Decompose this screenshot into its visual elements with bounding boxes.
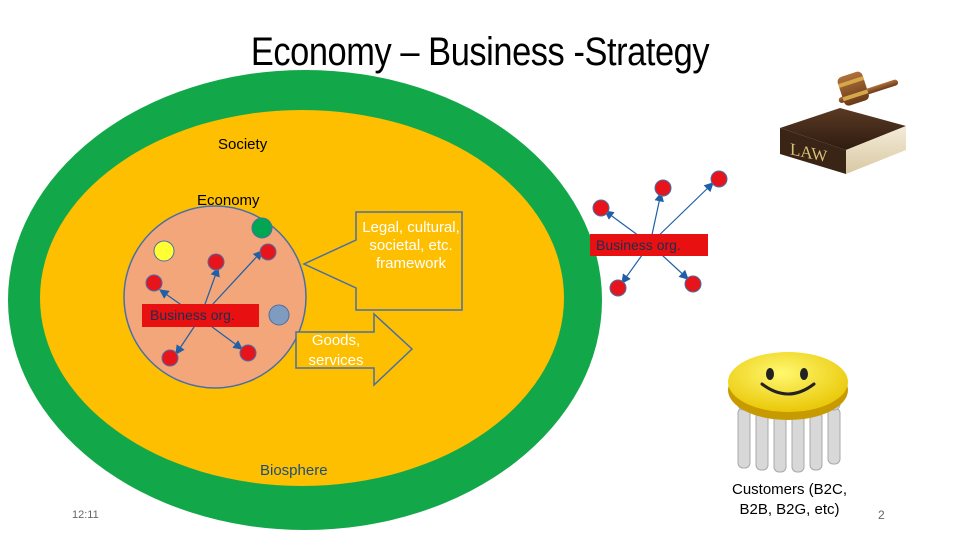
- red-node: [609, 279, 627, 297]
- page-number: 2: [878, 508, 885, 522]
- society-label: Society: [218, 136, 268, 153]
- red-node: [259, 243, 277, 261]
- law-gavel-image: LAW: [780, 71, 906, 174]
- customers-image: [728, 352, 848, 473]
- goods-services-label: Goods, services: [308, 332, 364, 369]
- red-node: [654, 179, 672, 197]
- legal-framework-label: Legal, cultural, societal, etc. framewor…: [362, 219, 460, 272]
- economy-circle: [123, 205, 307, 389]
- yellow-node: [153, 240, 175, 262]
- business-org-label-left: Business org.: [142, 304, 259, 327]
- goods-services-arrow: [295, 312, 414, 387]
- slide-title: Economy – Business -Strategy: [250, 30, 710, 74]
- legal-framework-arrow: [302, 211, 463, 311]
- business-org-label-right: Business org.: [590, 234, 708, 256]
- red-node: [161, 349, 179, 367]
- green-node: [251, 217, 273, 239]
- economy-label: Economy: [197, 192, 260, 209]
- red-node: [207, 253, 225, 271]
- biosphere-label: Biosphere: [260, 462, 328, 479]
- red-node: [710, 170, 728, 188]
- right-link-3: [649, 182, 714, 245]
- red-node: [239, 344, 257, 362]
- blue-node: [268, 304, 290, 326]
- red-node: [684, 275, 702, 293]
- red-node: [592, 199, 610, 217]
- red-node: [145, 274, 163, 292]
- slide-time: 12:11: [72, 509, 99, 521]
- customers-label: Customers (B2C, B2B, B2G, etc): [731, 481, 848, 518]
